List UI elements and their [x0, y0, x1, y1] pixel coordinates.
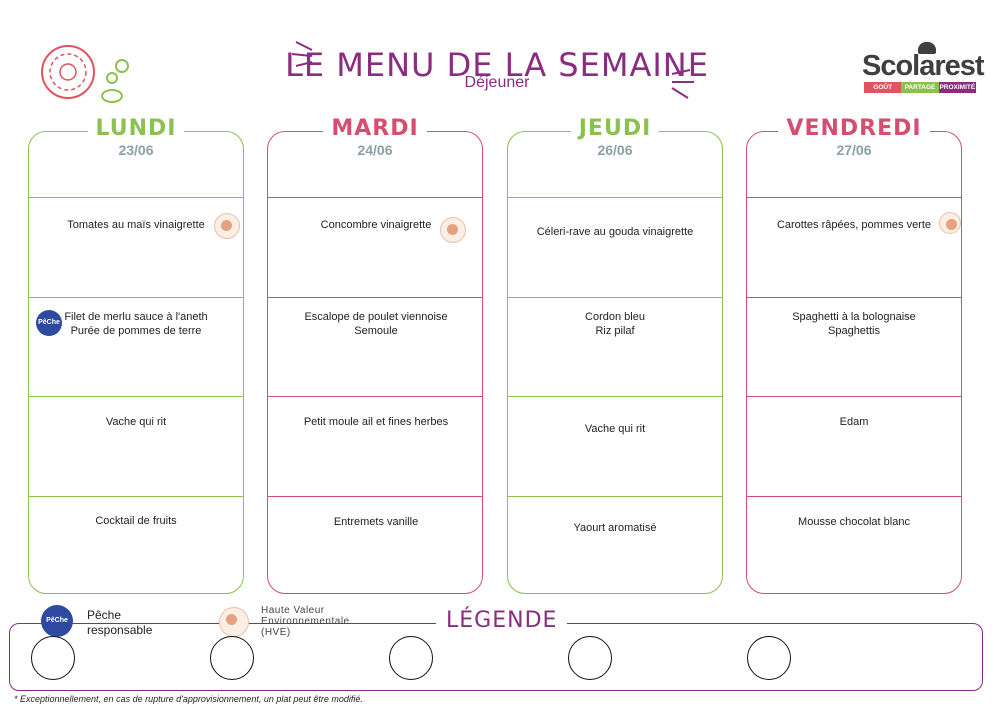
hve-icon [214, 213, 240, 239]
row-divider [268, 197, 482, 198]
day-date: 23/06 [118, 142, 154, 158]
legend-label-hve: Haute Valeur Environnementale (HVE) [261, 605, 350, 638]
row-divider [508, 197, 722, 198]
row-divider [268, 396, 482, 397]
legend-label-peche: Pêche responsable [87, 608, 153, 637]
legend-empty-circle [389, 636, 433, 680]
legend-empty-circle [568, 636, 612, 680]
dish-cheese: Vache qui rit [105, 416, 167, 428]
logo-tagline: GOÛT PARTAGE PROXIMITÉ [864, 82, 976, 93]
row-divider [747, 197, 961, 198]
page-title: LE MENU DE LA SEMAINE [285, 46, 709, 84]
dish-dessert: Yaourt aromatisé [573, 522, 657, 534]
legend-title: LÉGENDE [436, 608, 568, 633]
peche-responsable-icon: PêChe [41, 605, 73, 637]
day-date: 27/06 [836, 142, 872, 158]
decorative-fruit-icon [41, 45, 129, 103]
row-divider [29, 496, 243, 497]
legend-empty-circle [210, 636, 254, 680]
day-name: MARDI [267, 116, 483, 141]
row-divider [508, 396, 722, 397]
dish-cheese: Edam [839, 416, 869, 428]
meal-subtitle: Déjeuner [464, 74, 530, 91]
row-divider [508, 297, 722, 298]
row-divider [29, 297, 243, 298]
footnote: * Exceptionnellement, en cas de rupture … [14, 694, 363, 704]
day-name: JEUDI [507, 116, 723, 141]
dish-starter: Tomates au maïs vinaigrette [67, 219, 205, 231]
day-name: VENDREDI [746, 116, 962, 141]
row-divider [29, 197, 243, 198]
row-divider [747, 297, 961, 298]
row-divider [29, 396, 243, 397]
row-divider [268, 496, 482, 497]
hve-icon [440, 217, 466, 243]
row-divider [747, 396, 961, 397]
dish-starter: Concombre vinaigrette [320, 219, 432, 231]
tagline-item: GOÛT [864, 82, 902, 93]
dish-dessert: Cocktail de fruits [95, 515, 177, 527]
dish-cheese: Vache qui rit [584, 423, 646, 435]
dish-dessert: Entremets vanille [333, 516, 419, 528]
day-name: LUNDI [28, 116, 244, 141]
dish-dessert: Mousse chocolat blanc [798, 516, 910, 528]
scolarest-logo: Scolarest [862, 50, 985, 82]
chef-hat-icon [918, 42, 936, 54]
dish-starter: Céleri-rave au gouda vinaigrette [536, 226, 694, 238]
row-divider [268, 297, 482, 298]
hve-icon [939, 212, 961, 234]
tagline-item: PARTAGE [901, 82, 939, 93]
row-divider [747, 496, 961, 497]
legend-empty-circle [31, 636, 75, 680]
title-sparkle-left-icon [291, 41, 313, 67]
title-sparkle-right-icon [671, 69, 694, 99]
dish-starter: Carottes râpées, pommes verte [776, 219, 932, 231]
day-date: 24/06 [357, 142, 393, 158]
day-date: 26/06 [597, 142, 633, 158]
hve-icon [219, 607, 249, 637]
row-divider [508, 496, 722, 497]
peche-responsable-icon: PêChe [36, 310, 62, 336]
dish-cheese: Petit moule ail et fines herbes [303, 416, 449, 428]
legend-empty-circle [747, 636, 791, 680]
tagline-item: PROXIMITÉ [938, 82, 976, 93]
